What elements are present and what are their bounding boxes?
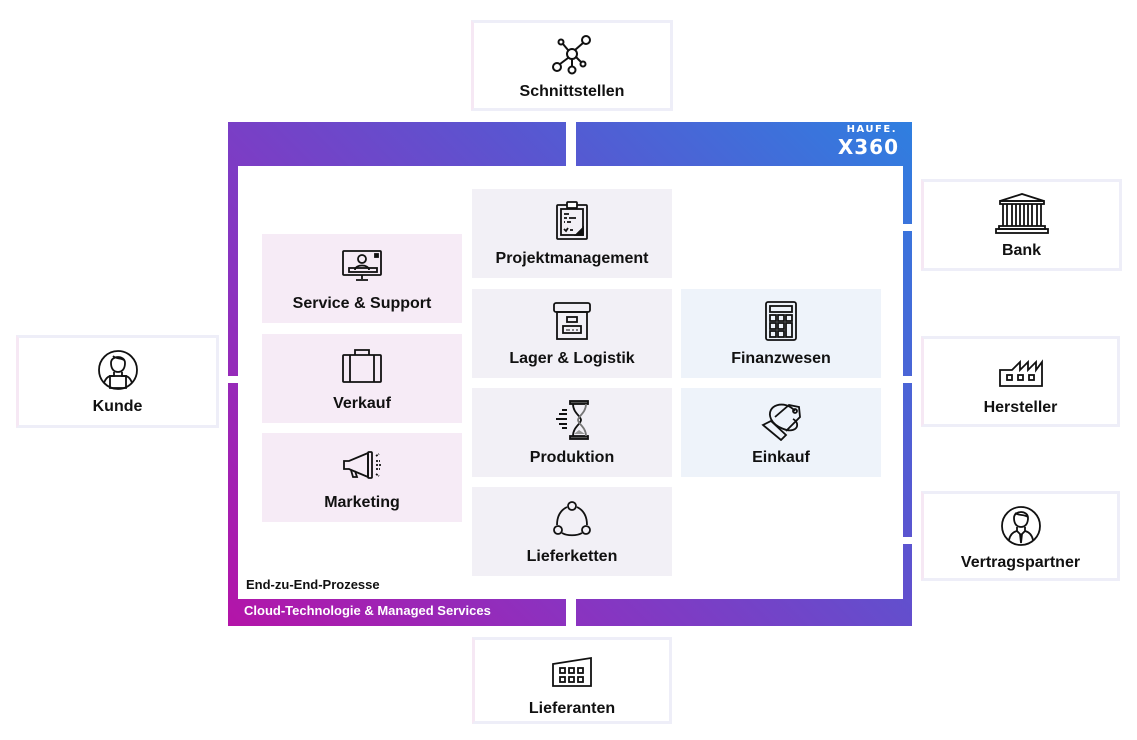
- module-service-support[interactable]: Service & Support: [262, 234, 462, 323]
- cloud-services-label: Cloud-Technologie & Managed Services: [244, 603, 491, 618]
- module-label: Service & Support: [292, 295, 432, 312]
- module-lager-logistik[interactable]: Lager & Logistik: [472, 289, 672, 378]
- partner-schnittstellen[interactable]: Schnittstellen: [471, 20, 673, 111]
- cycle-nodes-icon: [552, 500, 592, 538]
- partner-label: Vertragspartner: [960, 554, 1081, 571]
- monitor-person-icon: [341, 247, 383, 285]
- factory-icon: [998, 351, 1044, 391]
- module-label: Projektmanagement: [495, 250, 649, 267]
- calculator-icon: [764, 301, 798, 341]
- module-label: Lager & Logistik: [509, 350, 635, 367]
- hourglass-icon: [554, 400, 590, 440]
- module-label: Einkauf: [752, 449, 810, 466]
- partner-label: Lieferanten: [528, 700, 616, 717]
- module-label: Produktion: [529, 449, 615, 466]
- bank-building-icon: [994, 193, 1049, 234]
- partner-hersteller[interactable]: Hersteller: [921, 336, 1120, 427]
- partner-label: Schnittstellen: [519, 83, 625, 100]
- archive-box-icon: [551, 302, 593, 340]
- connector-left: [215, 376, 240, 383]
- customer-avatar-icon: [97, 350, 139, 390]
- module-label: Finanzwesen: [731, 350, 831, 367]
- haufe-x360-logo: HAUFE. X360: [810, 124, 905, 162]
- logo-line-2: X360: [837, 135, 899, 159]
- partner-lieferanten[interactable]: Lieferanten: [472, 637, 672, 724]
- connector-hersteller: [900, 376, 925, 383]
- megaphone-icon: [340, 446, 384, 484]
- partner-label: Bank: [1001, 242, 1042, 259]
- partner-label: Kunde: [92, 398, 143, 415]
- partner-label: Hersteller: [983, 399, 1058, 416]
- partner-kunde[interactable]: Kunde: [16, 335, 219, 428]
- partner-bank[interactable]: Bank: [921, 179, 1122, 271]
- network-nodes-icon: [551, 35, 593, 75]
- module-lieferketten[interactable]: Lieferketten: [472, 487, 672, 576]
- end-to-end-label: End-zu-End-Prozesse: [246, 577, 380, 592]
- partner-vertragspartner[interactable]: Vertragspartner: [921, 491, 1120, 581]
- briefcase-icon: [340, 347, 384, 385]
- module-label: Lieferketten: [526, 548, 618, 565]
- connector-bottom: [566, 598, 576, 638]
- connector-vertragspartner: [900, 537, 925, 544]
- supplier-building-icon: [551, 652, 593, 692]
- logo-line-1: HAUFE.: [846, 124, 897, 135]
- module-einkauf[interactable]: Einkauf: [681, 388, 881, 477]
- clipboard-icon: [554, 201, 590, 240]
- connector-top: [566, 105, 576, 167]
- connector-bank: [900, 224, 925, 231]
- module-verkauf[interactable]: Verkauf: [262, 334, 462, 423]
- module-marketing[interactable]: Marketing: [262, 433, 462, 522]
- business-partner-icon: [1000, 506, 1042, 546]
- price-tag-icon: [759, 401, 803, 441]
- module-projektmanagement[interactable]: Projektmanagement: [472, 189, 672, 278]
- module-finanzwesen[interactable]: Finanzwesen: [681, 289, 881, 378]
- module-label: Marketing: [324, 494, 400, 511]
- module-produktion[interactable]: Produktion: [472, 388, 672, 477]
- module-label: Verkauf: [333, 395, 391, 412]
